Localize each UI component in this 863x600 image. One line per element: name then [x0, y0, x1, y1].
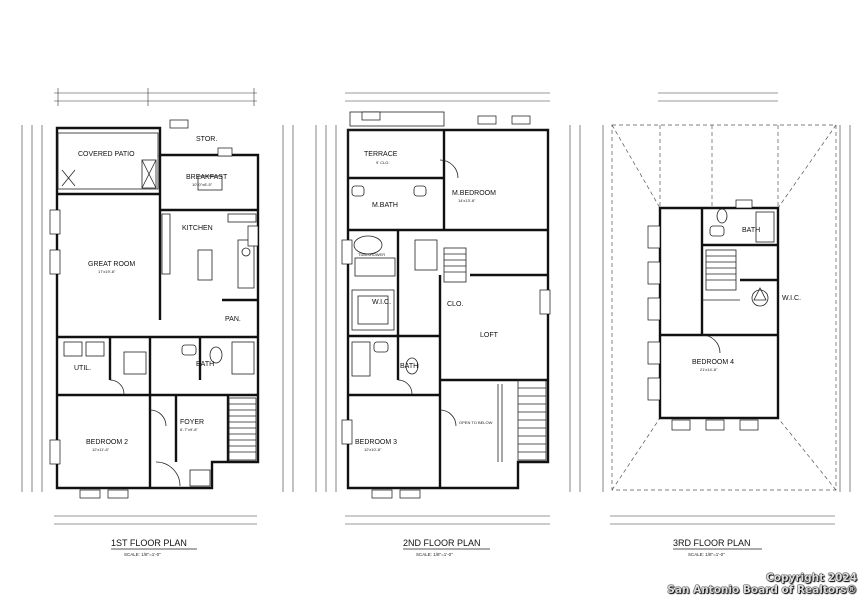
second-floor-plan: TERRACE 9' CLG. M.BEDROOM 14'x13'-8" M.B… — [315, 92, 581, 557]
copyright-line-2: San Antonio Board of Realtors® — [667, 584, 857, 596]
room-label-pantry: PAN. — [225, 316, 241, 323]
room-dim-terrace: 9' CLG. — [376, 160, 389, 165]
room-label-covered-patio: COVERED PATIO — [78, 151, 135, 158]
room-label-bath-1: BATH — [196, 361, 214, 368]
room-dim-breakfast: 10'-0"x8'-5" — [192, 182, 213, 187]
room-dim-great-room: 17'x19'-8" — [98, 269, 116, 274]
room-label-bedroom-4: BEDROOM 4 — [692, 359, 734, 366]
room-label-bath-3: BATH — [742, 227, 760, 234]
room-label-tub-shower: TUB/SHOWER — [358, 252, 385, 257]
plan-scale-3rd-floor: SCALE: 1/8"=1'-0" — [688, 552, 725, 557]
copyright-watermark: Copyright 2024 San Antonio Board of Real… — [667, 572, 857, 596]
plan-scale-1st-floor: SCALE: 1/8"=1'-0" — [124, 552, 161, 557]
plan-scale-2nd-floor: SCALE: 1/8"=1'-0" — [416, 552, 453, 557]
room-dim-bedroom-3: 12'x10'-8" — [364, 447, 382, 452]
room-dim-bedroom-2: 12'x11'-6" — [92, 447, 110, 452]
room-label-closet: CLO. — [447, 301, 463, 308]
room-label-wic-3rd: W.I.C. — [782, 295, 801, 302]
room-label-master-bath: M.BATH — [372, 202, 398, 209]
room-dim-bedroom-4: 21'x14'-8" — [700, 367, 718, 372]
first-floor-plan: COVERED PATIO STOR. BREAKFAST 10'-0"x8'-… — [21, 88, 294, 557]
room-label-storage: STOR. — [196, 136, 217, 143]
room-label-breakfast: BREAKFAST — [186, 174, 228, 181]
room-label-bedroom-2: BEDROOM 2 — [86, 439, 128, 446]
room-label-great-room: GREAT ROOM — [88, 261, 135, 268]
third-floor-plan: BATH W.I.C. BEDROOM 4 21'x14'-8" 3RD FLO… — [602, 92, 851, 557]
room-label-bath-2: BATH — [400, 363, 418, 370]
room-dim-foyer: 6'-7"x9'-8" — [180, 427, 199, 432]
room-dim-master-bedroom: 14'x13'-8" — [458, 198, 476, 203]
label-open-to-below: OPEN TO BELOW — [459, 420, 493, 425]
room-label-loft: LOFT — [480, 332, 499, 339]
room-label-utility: UTIL. — [74, 365, 91, 372]
copyright-line-1: Copyright 2024 — [766, 572, 857, 584]
room-label-master-bedroom: M.BEDROOM — [452, 190, 496, 197]
room-label-wic-2nd: W.I.C. — [372, 299, 391, 306]
room-label-bedroom-3: BEDROOM 3 — [355, 439, 397, 446]
room-label-terrace: TERRACE — [364, 151, 398, 158]
plan-caption-3rd-floor: 3RD FLOOR PLAN — [673, 538, 751, 548]
plan-caption-2nd-floor: 2ND FLOOR PLAN — [403, 538, 481, 548]
room-label-kitchen: KITCHEN — [182, 225, 213, 232]
plan-caption-1st-floor: 1ST FLOOR PLAN — [111, 538, 187, 548]
room-label-foyer: FOYER — [180, 419, 204, 426]
